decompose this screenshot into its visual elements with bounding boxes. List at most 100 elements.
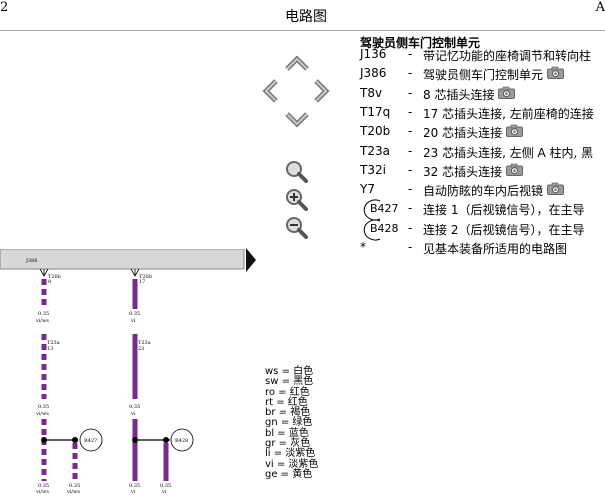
color-key-item: br = 褐色 xyxy=(265,407,311,419)
legend-code: * xyxy=(360,240,366,254)
zoom-out-icon[interactable] xyxy=(284,215,308,239)
node-label: B427 xyxy=(84,438,97,444)
legend-code: T8v xyxy=(360,85,383,100)
color-key-item: gr = 灰色 xyxy=(265,438,311,450)
legend-desc: 驾驶员侧车门控制单元 xyxy=(423,68,544,83)
legend-node-label: B428 xyxy=(370,221,399,235)
connector-label: T23a xyxy=(47,340,60,346)
wire-color-label: vi/ws xyxy=(35,489,49,495)
legend-dash: - xyxy=(408,201,413,216)
camera-icon-wrap[interactable] xyxy=(502,163,523,177)
page-number: 2 xyxy=(0,0,9,15)
play-triangle-icon[interactable] xyxy=(246,248,256,272)
wiring-schematic[interactable]: J386 T20b 8 0.35 vi/ws T23a 13 0.35 vi/w… xyxy=(0,249,245,502)
color-key-item: li = 淡紫色 xyxy=(265,448,316,460)
wire-size-label: 0.35 xyxy=(38,311,49,317)
color-key-item: gn = 绿色 xyxy=(265,417,313,429)
wire-size-label: 0.35 xyxy=(160,483,171,489)
pin-label: 13 xyxy=(47,346,53,352)
legend-dash: - xyxy=(408,104,413,119)
legend-desc: 17 芯插头连接, 左前座椅的连接 xyxy=(423,106,594,121)
wire-color-label: vi/ws xyxy=(35,318,49,324)
legend-dash: - xyxy=(408,143,413,158)
legend-code: Y7 xyxy=(360,182,375,197)
node-label: B428 xyxy=(175,438,188,444)
camera-icon[interactable] xyxy=(506,163,523,176)
color-key-item: bl = 蓝色 xyxy=(265,427,309,439)
legend-desc: 连接 2（后视镜信号），在主导 xyxy=(423,222,585,237)
pin-label: 23 xyxy=(138,346,144,352)
component-bar xyxy=(0,249,245,270)
legend-desc: 见基本装备所适用的电路图 xyxy=(423,242,568,256)
wire-size-label: 0.35 xyxy=(129,311,140,317)
legend-dash: - xyxy=(408,240,413,254)
wire-color-label: vi/ws xyxy=(66,489,80,495)
legend-desc: 8 芯插头连接 xyxy=(423,87,495,102)
page-title: 电路图 xyxy=(285,9,327,25)
component-label: J386 xyxy=(25,258,38,264)
legend-dash: - xyxy=(408,85,413,100)
nav-right-icon[interactable] xyxy=(314,79,330,103)
legend-desc: 连接 1（后视镜信号），在主导 xyxy=(423,203,585,218)
camera-icon[interactable] xyxy=(547,66,564,80)
legend-desc: 带记忆功能的座椅调节和转向柱 xyxy=(423,49,592,63)
nav-down-icon[interactable] xyxy=(285,112,309,128)
color-key-item: ge = 黄色 xyxy=(265,468,313,480)
title-divider xyxy=(0,30,605,31)
legend-dash: - xyxy=(408,162,413,177)
legend-desc: 20 芯插头连接 xyxy=(423,126,503,141)
wire-size-label: 0.35 xyxy=(38,404,49,410)
legend-code: J386 xyxy=(360,66,387,81)
legend-desc: 23 芯插头连接, 左侧 A 柱内, 黑 xyxy=(423,145,594,160)
connector-label: T23a xyxy=(138,340,151,346)
node-circle-icon xyxy=(363,219,381,241)
legend-dash: - xyxy=(408,66,413,81)
color-key-item: ws = 白色 xyxy=(265,366,314,377)
node-circle-icon xyxy=(363,199,381,221)
color-key-item: vi = 淡紫色 xyxy=(265,458,319,470)
node-b427[interactable] xyxy=(79,428,103,452)
legend-code: T17q xyxy=(360,104,391,119)
zoom-icon[interactable] xyxy=(284,159,308,183)
legend-dash: - xyxy=(408,182,413,197)
color-key-item: sw = 黑色 xyxy=(265,376,314,388)
wire-color-label: vi xyxy=(130,318,136,324)
color-key-item: ro = 红色 xyxy=(265,386,310,398)
legend-node-label: B427 xyxy=(370,202,399,216)
wire-color-label: vi xyxy=(161,489,167,495)
legend-code: T23a xyxy=(360,143,390,158)
node-b428[interactable] xyxy=(170,428,194,452)
connector-label: T20b xyxy=(139,274,152,280)
page-letter: A xyxy=(595,0,605,15)
legend-desc: 自动防眩的车内后视镜 xyxy=(423,184,544,199)
legend-dash: - xyxy=(408,47,413,61)
wire-size-label: 0.35 xyxy=(129,483,140,489)
legend-title: 驾驶员侧车门控制单元 xyxy=(360,36,481,50)
pin-label: 8 xyxy=(48,279,51,285)
color-key-item: rt = 红色 xyxy=(265,396,308,408)
legend-dash: - xyxy=(408,220,413,235)
camera-icon[interactable] xyxy=(506,124,523,138)
wire-size-label: 0.35 xyxy=(129,404,140,410)
legend-desc: 32 芯插头连接 xyxy=(423,164,503,179)
wire-color-label: vi xyxy=(130,411,136,417)
wire-2: T20b 17 0.35 vi T23a 23 0.35 vi B428 0.3… xyxy=(129,268,194,495)
legend-code: T32i xyxy=(360,162,386,177)
pin-label: 17 xyxy=(139,279,145,285)
legend-dash: - xyxy=(408,124,413,139)
camera-icon[interactable] xyxy=(498,86,515,99)
camera-icon-wrap[interactable] xyxy=(494,86,515,100)
wire-size-label: 0.35 xyxy=(38,483,49,489)
wire-size-label: 0.35 xyxy=(69,483,80,489)
wire-color-label: vi/ws xyxy=(35,411,49,417)
nav-left-icon[interactable] xyxy=(262,79,278,103)
connector-label: T20b xyxy=(48,274,61,280)
camera-icon-wrap[interactable] xyxy=(543,66,564,80)
zoom-in-icon[interactable] xyxy=(284,187,308,211)
nav-up-icon[interactable] xyxy=(285,55,309,71)
camera-icon-wrap[interactable] xyxy=(543,182,564,196)
camera-icon[interactable] xyxy=(547,182,564,196)
camera-icon-wrap[interactable] xyxy=(502,124,523,138)
wire-color-label: vi xyxy=(130,489,136,495)
